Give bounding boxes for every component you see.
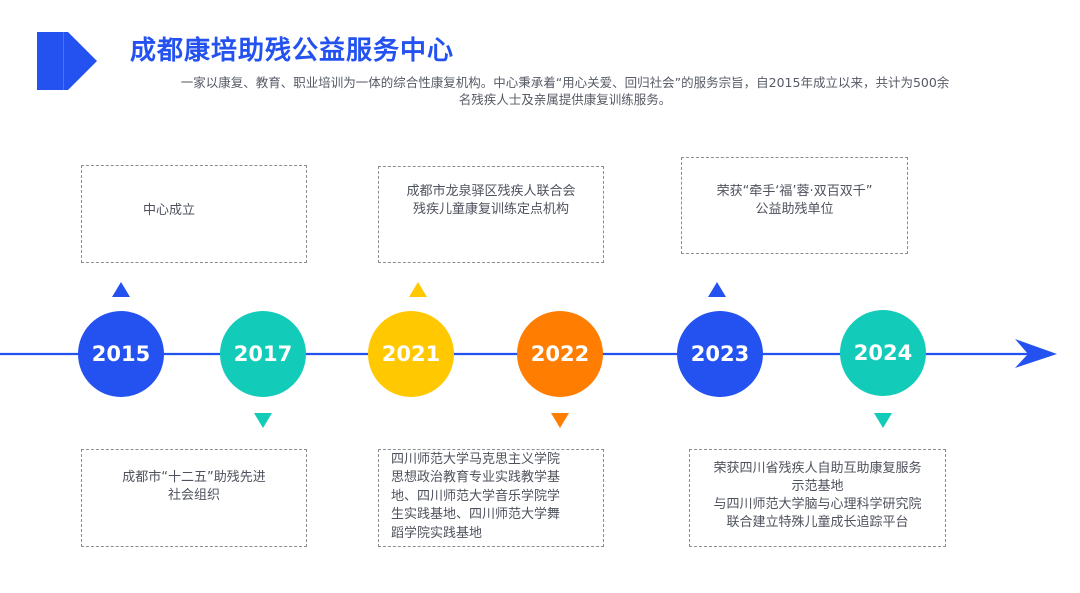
triangle-up-icon (112, 282, 130, 297)
milestone-text: 四川师范大学马克思主义学院 (391, 451, 561, 467)
year-label: 2017 (233, 342, 293, 366)
subtitle-line: 一家以康复、教育、职业培训为一体的综合性康复机构。中心秉承着“用心关爱、回归社会… (180, 75, 950, 90)
milestone-box-2022: 四川师范大学马克思主义学院 思想政治教育专业实践教学基 地、四川师范大学音乐学院… (378, 449, 604, 547)
milestone-text: 社会组织 (167, 488, 220, 503)
milestone-text: 联合建立特殊儿童成长追踪平台 (726, 515, 909, 530)
milestone-text: 蹈学院实践基地 (391, 525, 483, 541)
milestone-text: 示范基地 (791, 479, 844, 494)
milestone-text: 公益助残单位 (755, 201, 834, 217)
subtitle-line: 名残疾人士及亲属提供康复训练服务。 (458, 92, 672, 107)
triangle-up-icon (708, 282, 726, 297)
year-node-2023[interactable]: 2023 (677, 311, 763, 397)
milestone-text: 与四川师范大学脑与心理科学研究院 (713, 497, 922, 512)
milestone-text: 中心成立 (142, 203, 195, 218)
milestone-text: 生实践基地、四川师范大学舞 (391, 507, 561, 523)
milestone-text: 成都市龙泉驿区残疾人联合会 (406, 183, 576, 199)
triangle-up-icon (409, 282, 427, 297)
milestone-text: 成都市“十二五”助残先进 (122, 470, 266, 485)
year-label: 2024 (853, 341, 913, 365)
year-label: 2015 (91, 342, 151, 366)
milestone-box-2017: 成都市“十二五”助残先进 社会组织 (81, 449, 307, 547)
year-node-2017[interactable]: 2017 (220, 311, 306, 397)
milestone-text: 荣获四川省残疾人自助互助康复服务 (713, 461, 922, 476)
triangle-down-icon (254, 413, 272, 428)
milestone-text: 地、四川师范大学音乐学院学 (391, 488, 561, 504)
year-label: 2021 (381, 342, 441, 366)
milestone-text: 残疾儿童康复训练定点机构 (412, 201, 569, 217)
milestone-box-2023: 荣获“牵手‘福’蓉·双百双千” 公益助残单位 (681, 157, 908, 254)
play-arrow-block-icon (37, 32, 97, 90)
milestone-box-2015: 中心成立 (81, 165, 307, 263)
year-node-2021[interactable]: 2021 (368, 311, 454, 397)
arrow-right-icon (1015, 339, 1057, 368)
triangle-down-icon (551, 413, 569, 428)
year-label: 2023 (690, 342, 750, 366)
year-node-2024[interactable]: 2024 (840, 310, 926, 396)
milestone-box-2024: 荣获四川省残疾人自助互助康复服务 示范基地 与四川师范大学脑与心理科学研究院 联… (689, 449, 946, 547)
year-node-2015[interactable]: 2015 (78, 311, 164, 397)
year-node-2022[interactable]: 2022 (517, 311, 603, 397)
milestone-text: 荣获“牵手‘福’蓉·双百双千” (716, 183, 873, 199)
milestone-text: 思想政治教育专业实践教学基 (391, 470, 561, 486)
page-subtitle: 一家以康复、教育、职业培训为一体的综合性康复机构。中心秉承着“用心关爱、回归社会… (110, 74, 1020, 108)
page-title: 成都康培助残公益服务中心 (130, 36, 455, 66)
triangle-down-icon (874, 413, 892, 428)
milestone-box-2021: 成都市龙泉驿区残疾人联合会 残疾儿童康复训练定点机构 (378, 166, 604, 263)
year-label: 2022 (530, 342, 590, 366)
